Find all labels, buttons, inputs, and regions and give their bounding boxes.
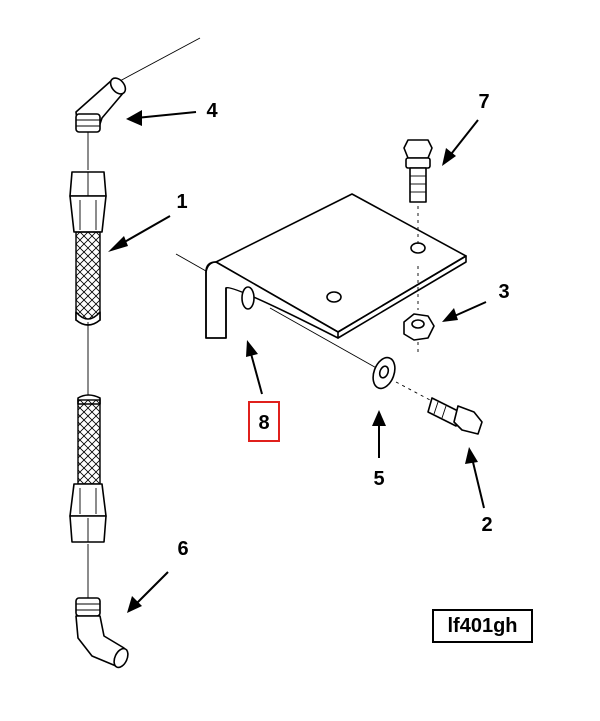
figure-id-label: lf401gh [432,609,533,643]
bolt-top [403,139,433,246]
callout-1: 1 [176,191,187,213]
callout-3: 3 [498,281,509,303]
hose-assembly [69,37,201,669]
elbow-fitting-bottom [75,597,129,669]
hose-fitting-lower [69,483,107,543]
callout-6: 6 [177,538,188,560]
callout-8: 8 [258,412,269,434]
callout-arrows [108,110,487,613]
callout-7: 7 [478,91,489,113]
callout-labels: 1 4 6 7 3 8 5 2 [176,91,509,560]
hose-upper [75,231,101,326]
nut [403,266,435,356]
elbow-fitting-top [75,77,127,133]
hose-lower [77,394,101,485]
hose-fitting-upper [69,171,107,233]
callout-4: 4 [206,100,218,122]
bolt-side [395,381,483,435]
callout-5: 5 [373,468,384,490]
angle-bracket [175,193,467,371]
callout-8-highlight [248,401,280,442]
washer [372,356,396,390]
callout-2: 2 [481,514,492,536]
